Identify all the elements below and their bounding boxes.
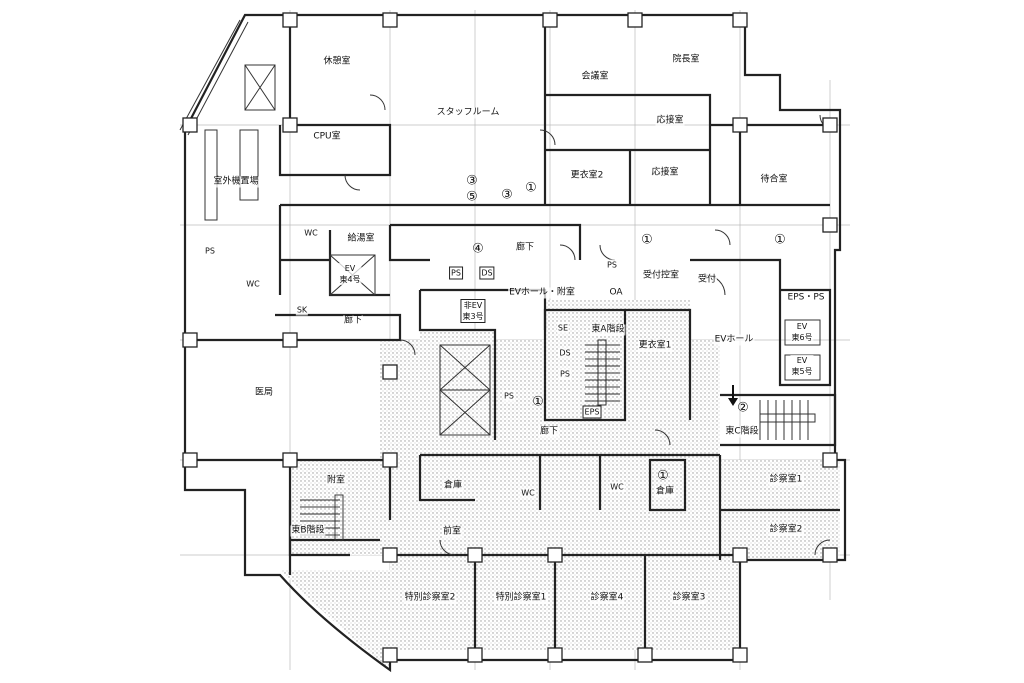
room-label-corridor3: 廊下 (538, 426, 560, 438)
room-label-wc2: WC (245, 278, 261, 290)
room-label-fusitsu: 附室 (325, 475, 347, 487)
room-label-ikyoku: 医局 (253, 387, 275, 399)
room-label-kaigishitsu: 会議室 (580, 71, 610, 83)
marker-2: ② (737, 400, 749, 416)
room-label-ps3: PS (606, 259, 618, 271)
room-label-corridor2: 廊下 (342, 315, 364, 327)
marker-1-e: ① (657, 468, 669, 484)
room-label-uketsuke: 受付 (696, 274, 718, 286)
room-label-tokubetsu2: 特別診察室2 (403, 592, 457, 604)
room-label-ev-east6: EV 東6号 (790, 321, 814, 343)
room-label-shinsatsu1: 診察室1 (768, 474, 804, 486)
marker-1-d: ① (532, 394, 544, 410)
interior-walls (185, 15, 840, 660)
room-label-outdoor-unit: 室外機置場 (212, 176, 260, 188)
room-label-ps5: PS (503, 390, 515, 402)
stairs-east-c (759, 400, 816, 440)
marker-5: ⑤ (466, 189, 478, 205)
room-label-souko2: 倉庫 (654, 486, 676, 498)
outdoor-unit-equipment (204, 129, 259, 221)
room-label-east-c-stairs: 東C階段 (724, 426, 760, 438)
room-label-eps-ps: EPS・PS (786, 292, 826, 304)
room-label-kyukeishitsu: 休憩室 (322, 56, 352, 68)
marker-3-b: ③ (501, 187, 513, 203)
room-label-east-b-stairs: 東B階段 (290, 525, 326, 537)
room-label-ps4: PS (559, 368, 571, 380)
room-label-machiai: 待合室 (759, 174, 789, 186)
room-label-sk: SK (295, 304, 309, 316)
room-label-uketsuke-hikae: 受付控室 (641, 270, 681, 282)
room-label-ds1: DS (479, 266, 495, 280)
arrow-indicator (728, 385, 738, 406)
room-label-east-a-stairs: 東A階段 (590, 324, 626, 336)
room-label-shinsatsu2: 診察室2 (768, 524, 804, 536)
room-label-tokubetsu1: 特別診察室1 (494, 592, 548, 604)
room-label-kyuto: 給湯室 (346, 233, 376, 245)
hatched-areas (280, 300, 840, 670)
outer-walls (179, 13, 847, 673)
marker-4: ④ (472, 241, 484, 257)
room-label-ev-hall: EVホール (713, 334, 755, 346)
marker-1-a: ① (525, 180, 537, 196)
marker-1-b: ① (641, 232, 653, 248)
structural-columns (182, 12, 838, 663)
room-label-zenshitsu: 前室 (441, 526, 463, 538)
room-label-wc1: WC (303, 227, 319, 239)
room-label-souko1: 倉庫 (442, 480, 464, 492)
room-label-ds2: DS (558, 347, 572, 359)
room-label-eps: EPS (582, 405, 602, 419)
room-label-wc3: WC (520, 487, 536, 499)
room-label-osetsu1: 応接室 (655, 115, 685, 127)
room-label-corridor1: 廊下 (514, 242, 536, 254)
room-label-se: SE (556, 322, 570, 334)
room-label-shinsatsu3: 診察室3 (671, 592, 707, 604)
stairs-east-a (585, 339, 620, 406)
room-label-koui2: 更衣室2 (569, 170, 605, 182)
room-label-inchoshitsu: 院長室 (671, 54, 701, 66)
room-label-osetsu2: 応接室 (650, 167, 680, 179)
room-label-ev-east4: EV 東4号 (338, 263, 362, 285)
room-label-ev-east3: 非EV 東3号 (460, 299, 486, 323)
room-label-ev-hall-annex: EVホール・附室 (508, 287, 576, 299)
room-label-ps1: PS (204, 245, 216, 257)
room-label-ev-east5: EV 東5号 (790, 355, 814, 377)
room-label-cpu: CPU室 (312, 131, 342, 143)
room-label-staff-room: スタッフルーム (435, 107, 501, 119)
room-label-ps2: PS (449, 266, 463, 280)
room-label-koui1: 更衣室1 (637, 340, 673, 352)
stairs-east-b (300, 494, 344, 541)
room-label-oa: OA (608, 287, 624, 299)
door-swings (344, 94, 836, 556)
marker-3-a: ③ (466, 173, 478, 189)
room-label-wc4: WC (609, 481, 625, 493)
marker-1-c: ① (774, 232, 786, 248)
room-label-shinsatsu4: 診察室4 (589, 592, 625, 604)
